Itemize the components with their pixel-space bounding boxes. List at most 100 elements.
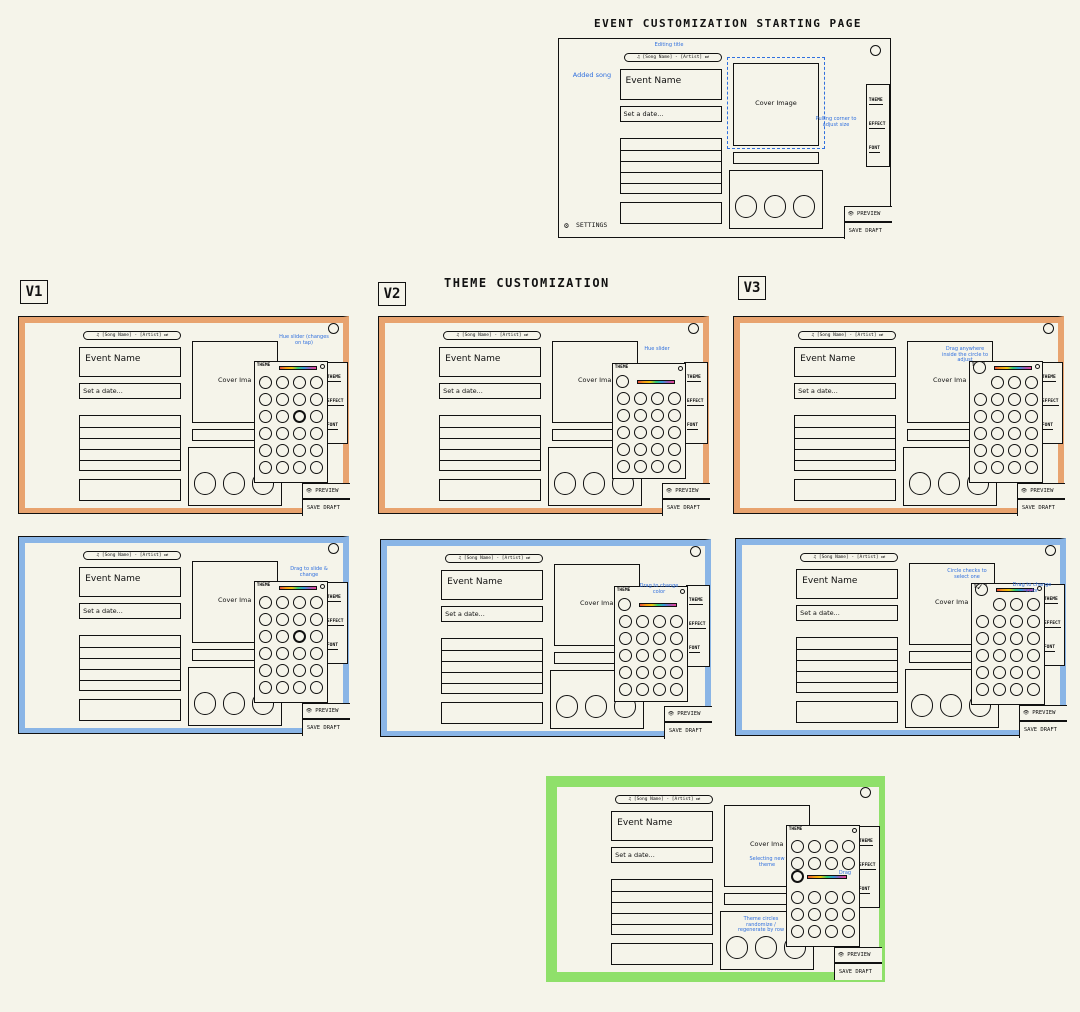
theme-color-circle[interactable] [633,392,647,406]
theme-color-circle[interactable] [650,426,664,440]
theme-color-circle[interactable] [258,647,272,661]
theme-color-circle[interactable] [973,444,987,458]
hue-slider[interactable] [278,586,317,591]
close-icon[interactable] [859,787,871,799]
theme-color-circle[interactable] [669,615,683,629]
theme-color-circle[interactable] [309,410,323,424]
selected-color-circle[interactable] [972,361,986,375]
theme-color-circle[interactable] [1007,393,1021,407]
theme-color-circle[interactable] [275,461,289,475]
theme-color-circle[interactable] [258,664,272,678]
selected-color-circle[interactable] [615,375,629,389]
theme-color-circle[interactable] [309,427,323,441]
tab-font[interactable]: FONT [686,423,699,431]
save-draft-button[interactable]: SAVE DRAFT [301,498,350,516]
date-field[interactable]: Set a date... [796,605,899,622]
theme-color-circle[interactable] [975,649,989,663]
theme-color-circle[interactable] [841,908,855,922]
selected-color-circle[interactable] [974,583,988,597]
close-icon[interactable] [327,323,339,335]
save-draft-button[interactable]: SAVE DRAFT [1018,720,1067,738]
tab-effect[interactable]: EFFECT [326,399,344,407]
cover-image[interactable]: Cover Image [732,63,820,146]
description-lines[interactable] [439,415,542,472]
theme-color-circle[interactable] [1026,615,1040,629]
theme-color-circle[interactable] [292,613,306,627]
theme-color-circle[interactable] [635,649,649,663]
theme-color-circle[interactable] [992,615,1006,629]
notes-field[interactable] [439,479,542,501]
theme-color-circle[interactable] [275,647,289,661]
theme-color-circle[interactable] [635,615,649,629]
theme-color-circle[interactable] [1007,376,1021,390]
song-chip[interactable]: ♫ [Song Name] - [Artist] ⏭ [623,53,723,63]
theme-color-circle[interactable] [824,925,838,939]
circle-option[interactable] [763,195,786,218]
theme-color-circle[interactable] [975,683,989,697]
theme-color-circle[interactable] [258,393,272,407]
theme-color-circle[interactable] [807,857,821,871]
theme-color-circle[interactable] [807,908,821,922]
panel-close-icon[interactable] [677,366,683,372]
theme-color-circle[interactable] [309,647,323,661]
date-field[interactable]: Set a date... [794,383,897,400]
song-chip[interactable]: ♫ [Song Name] - [Artist] ⏭ [83,551,182,561]
circle-option[interactable] [754,936,777,959]
song-chip[interactable]: ♫ [Song Name] - [Artist] ⏭ [83,331,182,341]
song-chip[interactable]: ♫ [Song Name] - [Artist] ⏭ [800,553,899,563]
description-lines[interactable] [794,415,897,472]
theme-color-circle[interactable] [650,443,664,457]
theme-color-circle[interactable] [975,615,989,629]
theme-color-circle[interactable] [258,427,272,441]
theme-color-circle[interactable] [258,444,272,458]
tab-theme[interactable]: THEME [326,595,341,603]
tab-font[interactable]: FONT [868,145,880,153]
tab-theme[interactable]: THEME [1043,597,1058,605]
theme-color-circle[interactable] [618,666,632,680]
theme-color-circle[interactable] [292,461,306,475]
theme-color-circle[interactable] [616,460,630,474]
tab-theme[interactable]: THEME [686,375,701,383]
save-draft-button[interactable]: SAVE DRAFT [833,962,882,980]
hue-slider[interactable] [638,603,677,608]
theme-color-circle[interactable] [275,427,289,441]
theme-color-circle[interactable] [1009,615,1023,629]
theme-color-circle[interactable] [292,681,306,695]
theme-color-circle[interactable] [616,409,630,423]
theme-color-circle[interactable] [992,598,1006,612]
theme-color-circle[interactable] [258,410,272,424]
theme-color-circle[interactable] [790,857,804,871]
theme-color-circle[interactable] [973,427,987,441]
panel-close-icon[interactable] [319,584,325,590]
theme-color-circle[interactable] [309,681,323,695]
event-name-field[interactable]: Event Name [441,570,544,601]
theme-color-circle[interactable] [292,393,306,407]
theme-color-circle[interactable] [1024,461,1038,475]
theme-color-circle[interactable] [258,596,272,610]
selected-theme-circle[interactable] [292,630,306,644]
theme-color-circle[interactable] [633,409,647,423]
close-icon[interactable] [689,546,701,558]
theme-color-circle[interactable] [669,683,683,697]
theme-color-circle[interactable] [309,461,323,475]
date-field[interactable]: Set a date... [441,606,544,623]
preview-button[interactable]: 👁 PREVIEW [301,482,350,499]
theme-color-circle[interactable] [292,647,306,661]
theme-color-circle[interactable] [652,683,666,697]
notes-field[interactable] [796,701,899,723]
tab-effect[interactable]: EFFECT [868,121,886,129]
theme-color-circle[interactable] [790,840,804,854]
theme-color-circle[interactable] [652,615,666,629]
theme-color-circle[interactable] [1024,376,1038,390]
event-name-field[interactable]: Event Name [796,569,899,600]
hue-slider[interactable] [995,588,1034,593]
theme-color-circle[interactable] [824,908,838,922]
theme-color-circle[interactable] [309,444,323,458]
tab-effect[interactable]: EFFECT [686,399,704,407]
tab-effect[interactable]: EFFECT [688,622,706,630]
preview-button[interactable]: 👁 PREVIEW [663,705,712,722]
theme-color-circle[interactable] [790,908,804,922]
theme-color-circle[interactable] [275,596,289,610]
theme-color-circle[interactable] [1007,461,1021,475]
date-field[interactable]: Set a date... [619,105,723,122]
